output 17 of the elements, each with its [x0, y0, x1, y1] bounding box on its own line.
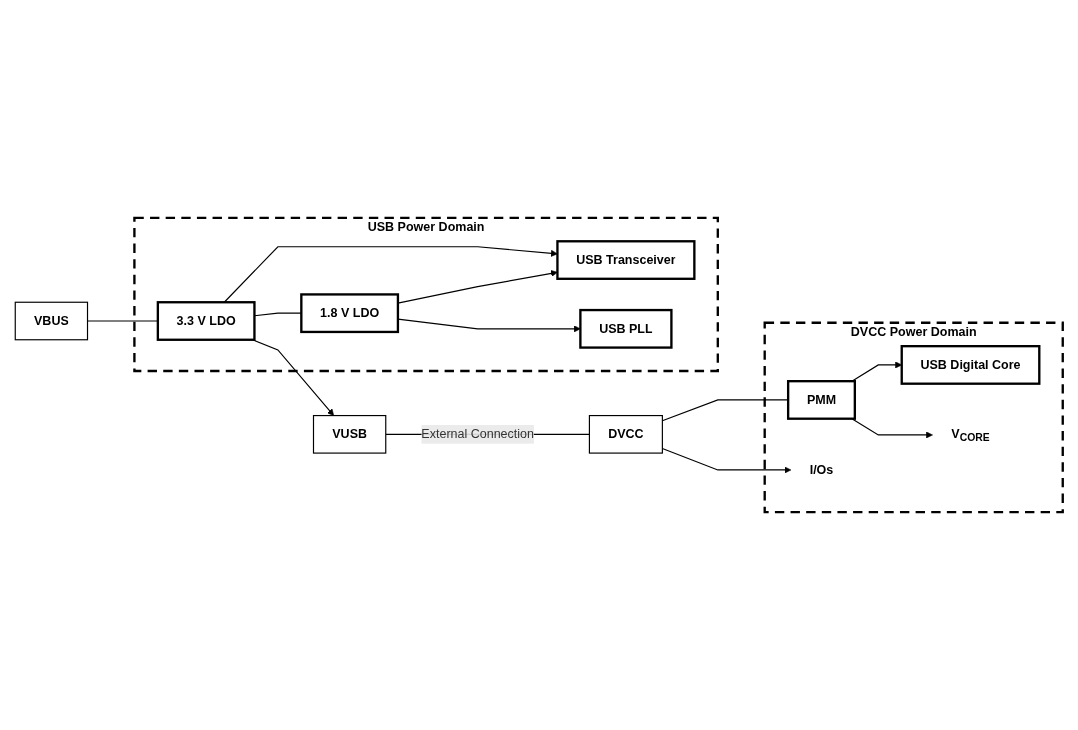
arrow: [252, 339, 334, 416]
edge-label: External Connection: [421, 427, 534, 441]
node-text: I/Os: [809, 462, 834, 477]
node-box: USB Transceiver: [556, 240, 696, 280]
node-box: VUSB: [312, 415, 387, 454]
node-box: PMM: [787, 380, 856, 420]
arrow: [397, 318, 581, 333]
node-box: VBUS: [14, 301, 89, 341]
node-box: USB Digital Core: [900, 345, 1041, 385]
node-box: DVCC: [588, 415, 663, 454]
node-text: V$_{CORE}$: [951, 426, 990, 444]
arrow: [851, 418, 933, 439]
arrow: [397, 270, 558, 304]
node-box: USB PLL: [579, 308, 673, 349]
arrow: [223, 246, 558, 303]
node-box: 1.8 V LDO: [300, 293, 400, 334]
node-box: 3.3 V LDO: [156, 301, 256, 341]
